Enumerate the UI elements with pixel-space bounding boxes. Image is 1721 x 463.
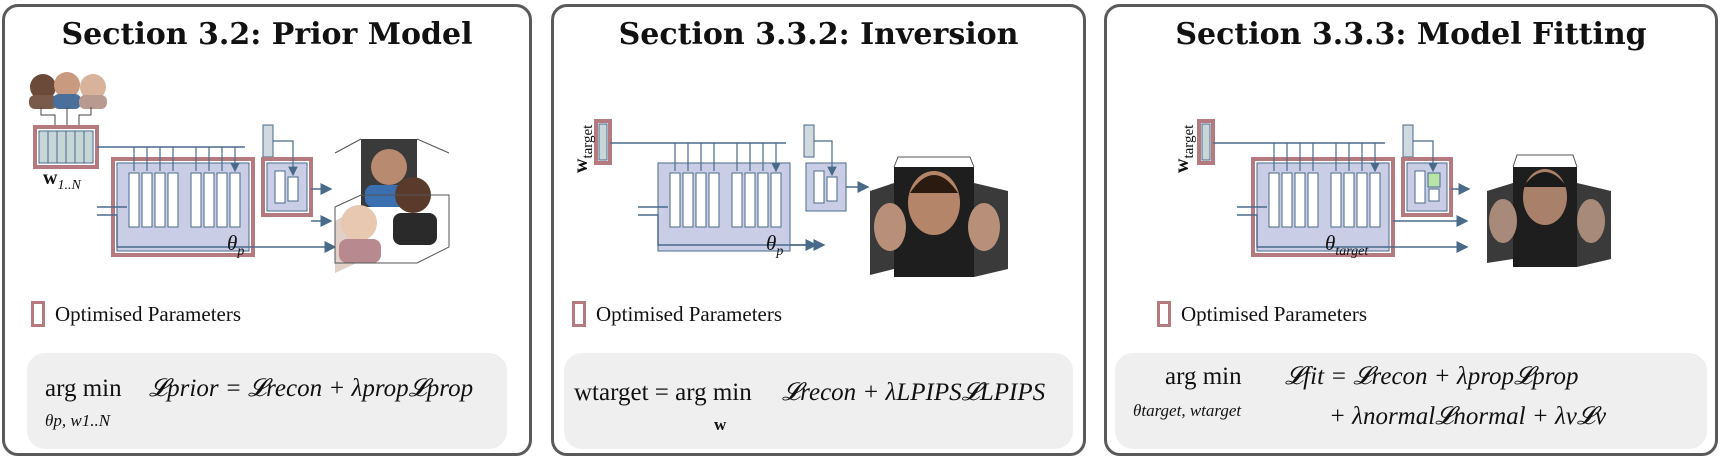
output-faces: [334, 138, 450, 273]
latent-label-main: w: [570, 158, 592, 173]
frozen-network: [610, 142, 824, 251]
fitting-diagram: [1197, 119, 1611, 267]
optimised-swatch: [572, 301, 586, 327]
legend: Optimised Parameters: [572, 301, 782, 327]
reconstructed-faces: [870, 156, 1008, 277]
panel-title: Section 3.3.2: Inversion: [618, 17, 1019, 52]
latent-label: wtarget: [570, 125, 597, 173]
legend-label: Optimised Parameters: [1181, 301, 1368, 326]
panel-model-fitting: Section 3.3.3: Model Fitting: [1104, 4, 1718, 456]
equation-rhs-line2: + λnormal𝓛normal + λv𝓛v: [1329, 403, 1607, 430]
legend-label: Optimised Parameters: [596, 301, 783, 326]
latent-target: [594, 119, 612, 165]
equation-rhs-line1: 𝓛fit = 𝓛recon + λprop𝓛prop: [1285, 363, 1579, 390]
head-network: [803, 124, 870, 212]
theta-label: θtarget: [1325, 231, 1368, 260]
objective-equation: wtarget = arg min 𝓛recon + λLPIPS𝓛LPIPS …: [564, 353, 1073, 449]
head-network: [1401, 124, 1471, 217]
latent-label-sub: target: [1181, 124, 1197, 159]
latent-label-main: w: [43, 167, 58, 189]
equation-subscript: w: [714, 415, 727, 434]
equation-argmin: arg min: [1165, 363, 1242, 390]
fitted-faces: [1487, 154, 1611, 267]
legend: Optimised Parameters: [1157, 301, 1367, 327]
optimised-swatch: [1157, 301, 1171, 327]
equation-lhs: wtarget = arg min: [574, 379, 752, 406]
panel-title: Section 3.3.3: Model Fitting: [1175, 17, 1647, 52]
theta-label: θp: [227, 231, 244, 260]
equation-rhs: 𝓛recon + λLPIPS𝓛LPIPS: [782, 379, 1046, 406]
latent-codes: [33, 125, 99, 169]
theta-sub: p: [237, 244, 245, 260]
theta-main: θ: [766, 231, 777, 255]
equation-argmin: arg min: [45, 375, 122, 402]
latent-label-sub: 1..N: [57, 178, 81, 193]
face-thumbnail: [80, 74, 106, 100]
latent-label-sub: target: [580, 124, 596, 159]
equation-subscript: θp, w1..N: [45, 411, 111, 430]
head-network: [261, 124, 333, 227]
optimised-swatch: [31, 301, 45, 327]
theta-main: θ: [1325, 231, 1336, 255]
legend: Optimised Parameters: [31, 301, 241, 327]
equation-subscript: θtarget, wtarget: [1133, 401, 1242, 420]
finetuned-network: [1213, 142, 1467, 255]
panel-inversion: Section 3.3.2: Inversion: [551, 4, 1086, 456]
face-thumbnail: [54, 72, 80, 98]
prior-model-diagram: [29, 72, 450, 273]
face-thumbnail: [30, 74, 56, 100]
latent-label-main: w: [1171, 158, 1193, 173]
inversion-diagram: [594, 119, 1008, 277]
latent-label: wtarget: [1171, 125, 1198, 173]
objective-equation: arg min θtarget, wtarget 𝓛fit = 𝓛recon +…: [1115, 353, 1707, 449]
prior-network: [97, 146, 335, 255]
legend-label: Optimised Parameters: [55, 301, 242, 326]
theta-sub: target: [1335, 244, 1369, 260]
latent-label: w1..N: [43, 167, 81, 194]
theta-sub: p: [776, 244, 784, 260]
latent-target: [1197, 119, 1215, 165]
theta-main: θ: [227, 231, 238, 255]
objective-equation: arg min 𝓛prior = 𝓛recon + λprop𝓛prop θp,…: [27, 353, 507, 449]
highlight-unit: [1427, 172, 1441, 188]
panel-prior-model: Section 3.2: Prior Model: [2, 4, 532, 456]
equation-rhs: 𝓛prior = 𝓛recon + λprop𝓛prop: [149, 375, 474, 402]
training-faces: [29, 72, 107, 127]
theta-label: θp: [766, 231, 783, 260]
panel-title: Section 3.2: Prior Model: [61, 17, 473, 52]
